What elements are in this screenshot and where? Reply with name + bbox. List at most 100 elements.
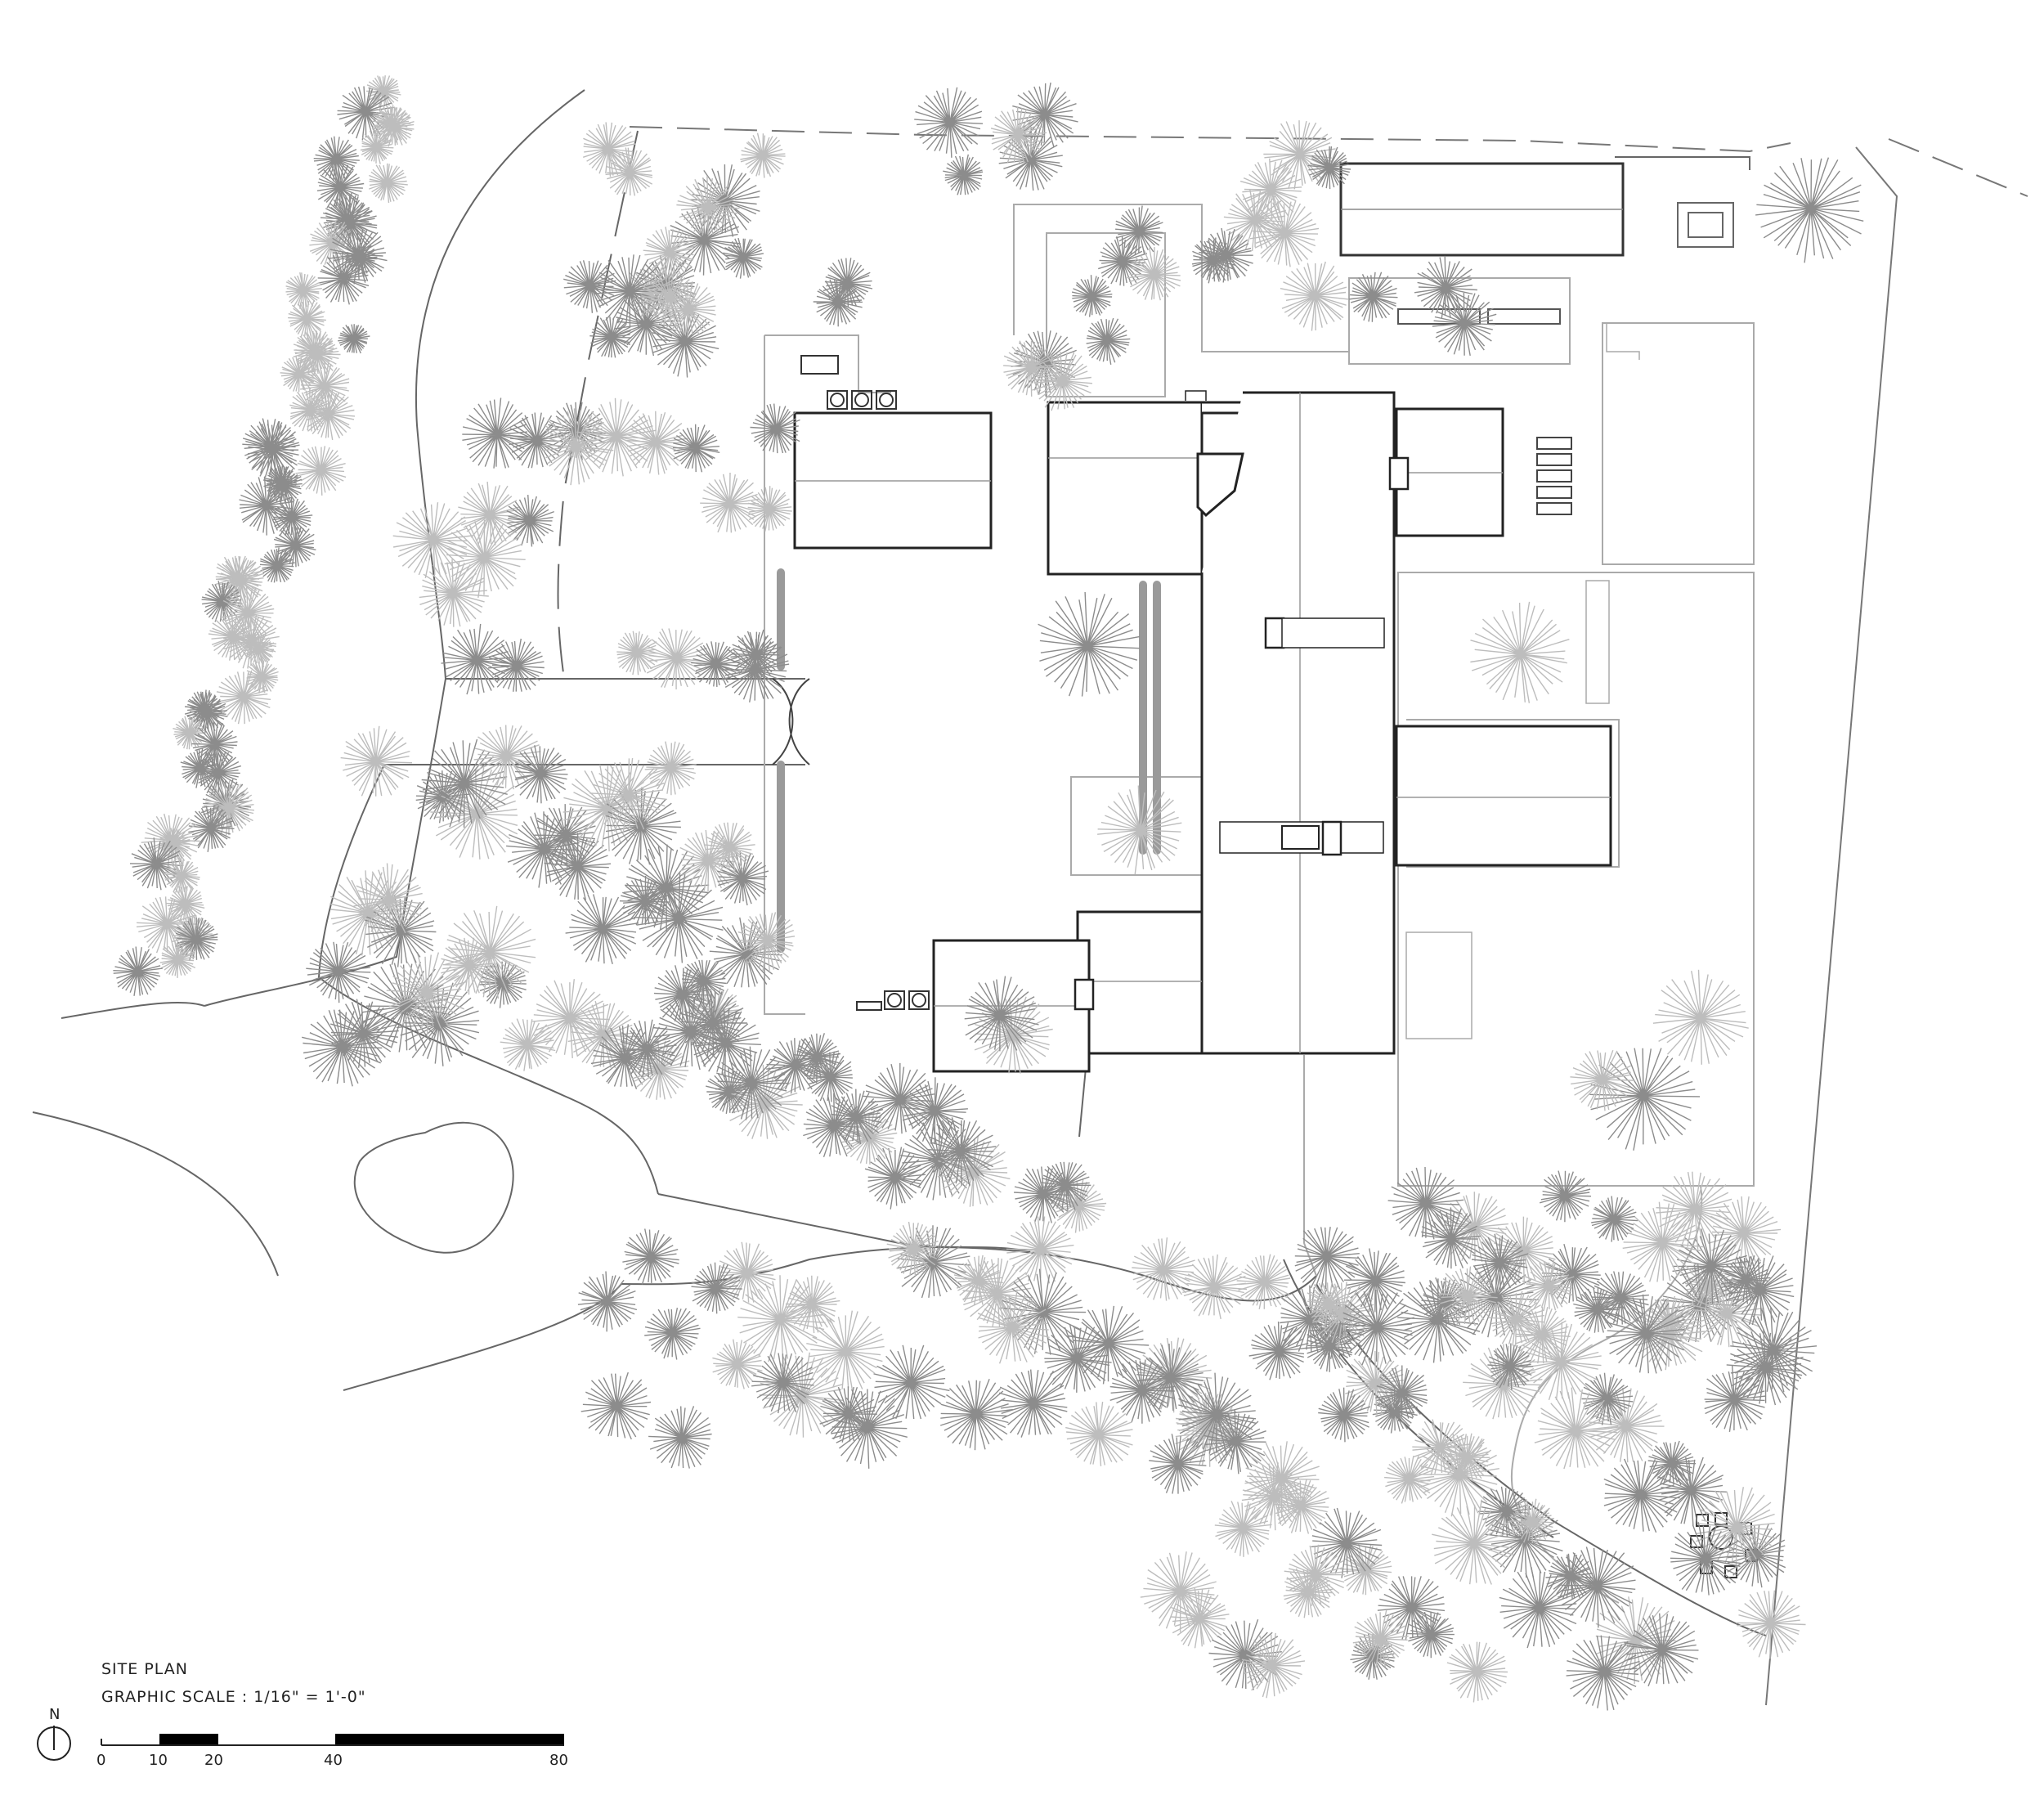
tree-canopy: [392, 502, 473, 578]
tree-canopy: [1006, 1216, 1074, 1284]
tree-canopy: [1136, 1343, 1204, 1411]
tree-canopy: [1127, 247, 1181, 301]
tree-canopy: [273, 526, 316, 568]
tree-canopy: [1470, 601, 1570, 703]
tree-canopy: [1140, 1551, 1217, 1632]
tree-canopy: [719, 1241, 776, 1303]
tree-canopy: [1280, 261, 1350, 331]
terrace-steps: [1405, 580, 1610, 1039]
tree-canopy: [1294, 1227, 1360, 1291]
tree-canopy: [1566, 1635, 1640, 1711]
graphic-scale-bar: [101, 1734, 564, 1746]
tree-canopy: [1603, 1458, 1680, 1533]
tree-canopy: [1097, 785, 1182, 875]
tree-canopy: [1421, 1207, 1481, 1269]
tree-canopy: [1236, 1254, 1291, 1310]
tree-canopy: [1208, 1618, 1282, 1690]
tree-canopy: [1244, 1441, 1320, 1517]
tree-canopy: [1647, 1440, 1697, 1486]
scale-tick-0: 0: [96, 1752, 106, 1769]
tree-canopy: [751, 1353, 814, 1414]
tree-canopy: [953, 1255, 1003, 1306]
tree-canopy: [1348, 272, 1398, 322]
tree-canopy: [1239, 1632, 1306, 1699]
tree-canopy: [1573, 1287, 1622, 1333]
tree-canopy: [165, 886, 205, 922]
tree-canopy: [712, 1339, 763, 1389]
tree-canopy: [990, 105, 1047, 164]
tree-canopy: [1558, 1546, 1636, 1628]
tree-canopy: [736, 912, 796, 972]
tree-canopy: [373, 106, 415, 147]
tree-canopy: [618, 1019, 677, 1077]
mechanical-units: [800, 355, 930, 1011]
tree-canopy: [208, 613, 258, 661]
tree-canopy: [886, 1221, 940, 1277]
tree-canopy: [1657, 1457, 1728, 1526]
tree-canopy: [644, 1307, 701, 1360]
courtyard-hedges: [777, 568, 1161, 953]
tree-canopy: [1044, 1324, 1112, 1393]
tree-canopy: [361, 961, 450, 1053]
tree-canopy: [1239, 158, 1302, 221]
tree-canopy: [337, 86, 394, 141]
tree-canopy: [605, 147, 653, 196]
main-house: [793, 390, 1612, 1073]
scale-tick-10: 10: [149, 1752, 168, 1769]
tree-canopy: [113, 946, 163, 996]
tree-canopy: [1340, 1543, 1392, 1596]
tree-canopy: [1534, 1387, 1619, 1470]
tree-canopy: [927, 1117, 997, 1187]
tree-canopy: [188, 805, 235, 852]
tree-canopy: [766, 1038, 825, 1094]
tree-canopy: [1736, 1590, 1806, 1659]
tree-canopy: [288, 299, 326, 339]
tree-canopy: [1720, 1255, 1771, 1304]
tree-canopy: [216, 555, 265, 607]
tree-canopy: [243, 632, 275, 664]
tree-canopy: [715, 1046, 789, 1120]
tree-canopy: [216, 670, 271, 725]
tree-canopy: [1755, 157, 1864, 263]
tree-canopy: [1704, 1365, 1766, 1433]
tree-canopy: [841, 1109, 898, 1165]
tree-canopy: [317, 251, 370, 305]
tree-canopy: [1432, 292, 1497, 357]
tree-canopy: [353, 863, 423, 935]
tree-canopy: [245, 420, 300, 478]
tree-canopy: [1115, 205, 1163, 255]
tree-canopy: [164, 857, 200, 894]
tree-canopy: [1032, 352, 1093, 411]
lounge-chairs: [1536, 437, 1572, 515]
garage-building: [1339, 156, 1750, 257]
tree-canopy: [1132, 1237, 1195, 1301]
tree-canopy: [1487, 1343, 1534, 1390]
entry-gate: [772, 678, 810, 765]
scale-tick-20: 20: [204, 1752, 223, 1769]
tree-canopy: [901, 1077, 968, 1145]
tree-canopy: [1352, 1609, 1409, 1668]
spa: [1677, 202, 1734, 248]
tree-canopy: [1509, 1498, 1555, 1544]
tree-canopy: [508, 412, 566, 469]
tree-canopy: [1001, 1268, 1087, 1355]
scale-note: GRAPHIC SCALE : 1/16" = 1'-0": [101, 1688, 366, 1706]
tree-canopy: [174, 917, 218, 962]
tree-canopy: [477, 960, 527, 1008]
tree-canopy: [589, 758, 667, 833]
tree-canopy: [458, 481, 522, 549]
tree-canopy: [173, 715, 206, 750]
scale-tick-80: 80: [549, 1752, 568, 1769]
tree-canopy: [806, 1310, 885, 1390]
tree-canopy: [1441, 1433, 1490, 1482]
tree-canopy: [1307, 146, 1351, 190]
tree-canopy: [1540, 1170, 1592, 1223]
tree-canopy: [1086, 317, 1131, 366]
tree-canopy: [514, 745, 568, 804]
tree-canopy: [1488, 1291, 1545, 1347]
tree-canopy: [1248, 1321, 1309, 1380]
tree-canopy: [506, 495, 554, 547]
tree-canopy: [577, 1271, 638, 1332]
tree-canopy: [1591, 1196, 1638, 1242]
tree-canopy: [1432, 1499, 1517, 1585]
